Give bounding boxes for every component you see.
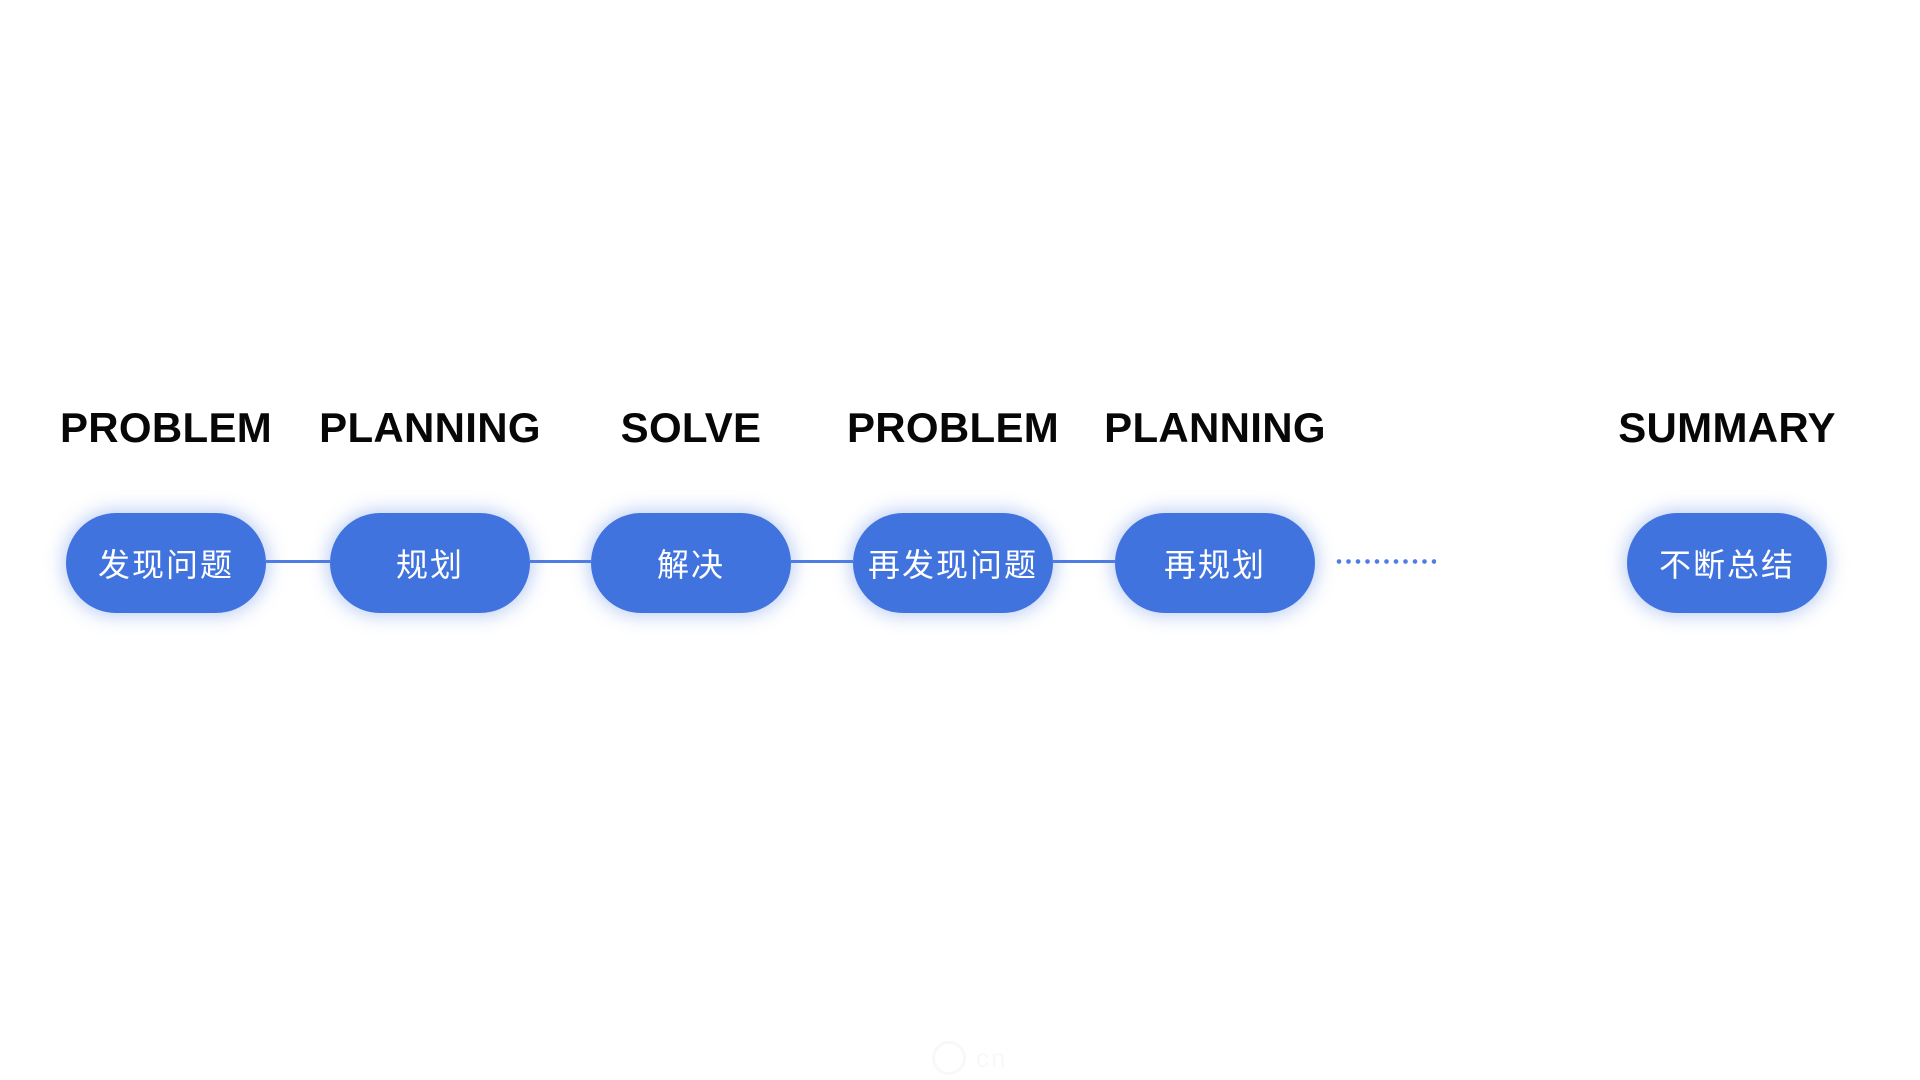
step-planning-2: PLANNING 再规划 xyxy=(1104,406,1326,613)
connector-line xyxy=(266,560,330,563)
watermark-logo-icon xyxy=(932,1041,966,1075)
step-pill: 规划 xyxy=(330,513,530,613)
connector-line xyxy=(1053,560,1115,563)
step-solve: SOLVE 解决 xyxy=(591,404,791,613)
dotted-connector-line xyxy=(1335,557,1436,566)
step-label: PLANNING xyxy=(1104,404,1326,451)
step-label: SUMMARY xyxy=(1618,404,1836,451)
step-label: PLANNING xyxy=(319,404,541,451)
watermark-text: cn xyxy=(976,1042,1008,1073)
connector-line xyxy=(530,560,591,563)
step-pill: 解决 xyxy=(591,513,791,613)
step-pill: 发现问题 xyxy=(66,513,266,613)
step-label: SOLVE xyxy=(620,404,762,451)
step-pill: 不断总结 xyxy=(1627,513,1827,613)
watermark: cn xyxy=(932,1036,1072,1080)
step-pill: 再规划 xyxy=(1115,513,1315,613)
connector-line xyxy=(791,560,853,563)
step-problem-1: PROBLEM 发现问题 xyxy=(60,406,272,613)
step-summary: SUMMARY 不断总结 xyxy=(1618,406,1835,613)
step-label: PROBLEM xyxy=(846,404,1060,451)
step-problem-2: PROBLEM 再发现问题 xyxy=(847,406,1059,613)
step-planning-1: PLANNING 规划 xyxy=(319,406,541,613)
step-label: PROBLEM xyxy=(59,404,273,451)
step-pill: 再发现问题 xyxy=(853,513,1053,613)
